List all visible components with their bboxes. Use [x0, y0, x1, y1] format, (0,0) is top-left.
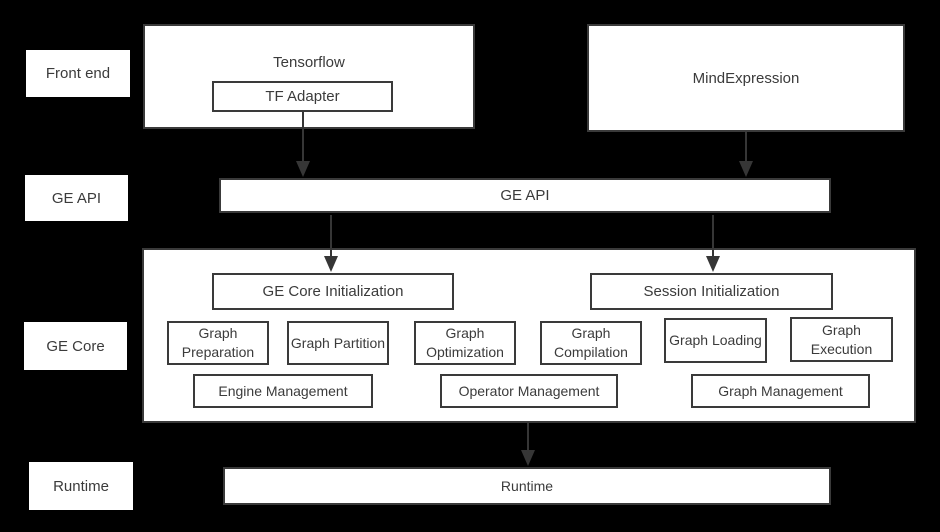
operator-management-box: Operator Management — [440, 374, 618, 408]
arrow-mindexpression-to-ge-api — [739, 132, 753, 177]
mindexpression-box: MindExpression — [587, 24, 905, 132]
graph-partition-box: Graph Partition — [287, 321, 389, 365]
graph-compilation-box: Graph Compilation — [540, 321, 642, 365]
runtime-bar-label: Runtime — [500, 478, 554, 494]
graph-optimization-box: Graph Optimization — [414, 321, 516, 365]
runtime-bar: Runtime — [223, 467, 831, 505]
arrow-tf-adapter-to-ge-api — [296, 112, 310, 177]
row-label-ge-core: GE Core — [24, 322, 127, 370]
session-initialization-box: Session Initialization — [590, 273, 833, 310]
arrow-ge-api-to-session-initialization — [706, 215, 720, 272]
ge-api-bar: GE API — [219, 178, 831, 213]
arrow-ge-api-to-ge-core-initialization — [324, 215, 338, 272]
arrow-ge-core-to-runtime — [521, 423, 535, 466]
tensorflow-box: Tensorflow TF Adapter — [143, 24, 475, 129]
row-label-runtime: Runtime — [29, 462, 133, 510]
row-label-front-end: Front end — [26, 50, 130, 97]
graph-execution-box: Graph Execution — [790, 317, 893, 362]
graph-loading-box: Graph Loading — [664, 318, 767, 363]
engine-management-box: Engine Management — [193, 374, 373, 408]
ge-core-initialization-box: GE Core Initialization — [212, 273, 454, 310]
row-label-ge-api: GE API — [25, 175, 128, 221]
tf-adapter-box: TF Adapter — [212, 81, 393, 112]
graph-management-box: Graph Management — [691, 374, 870, 408]
tensorflow-label: Tensorflow — [273, 54, 345, 71]
graph-preparation-box: Graph Preparation — [167, 321, 269, 365]
